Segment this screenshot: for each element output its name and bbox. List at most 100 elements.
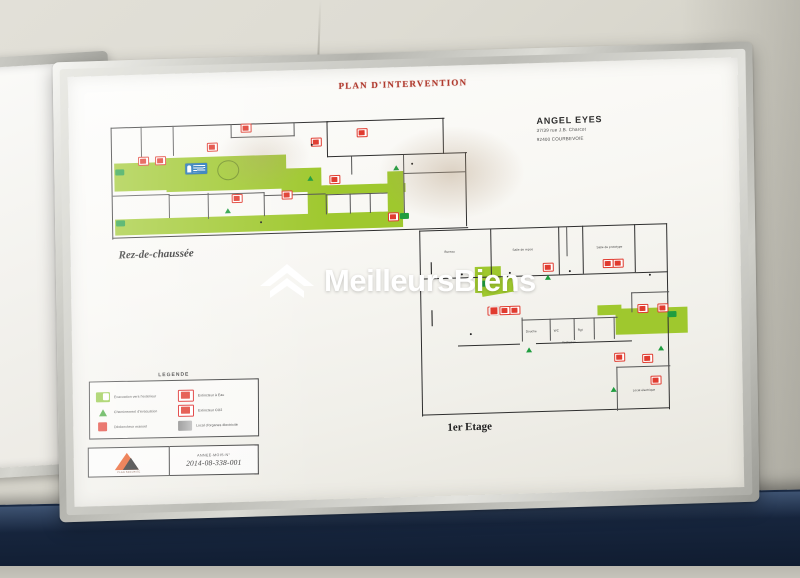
- extinguisher-icon: [637, 303, 649, 314]
- wall: [566, 226, 568, 257]
- wall: [326, 117, 445, 123]
- extinguisher-icon: [240, 123, 252, 133]
- evac-corridor: [597, 304, 622, 316]
- direction-arrow-icon: [393, 165, 400, 171]
- wall: [549, 318, 551, 341]
- plan-marker: [260, 221, 263, 224]
- room-label: Salle de prototype: [596, 244, 623, 250]
- wall: [419, 230, 424, 417]
- company-info-block: ANGEL EYES 37/39 rue J.B. Charcot 92400 …: [536, 114, 602, 143]
- wall: [168, 193, 170, 219]
- legend-column-right: Extincteur à Eau Extincteur CO2 Local d'…: [177, 387, 238, 433]
- wall: [422, 407, 670, 416]
- evacuation-exit-icon: [95, 391, 110, 402]
- wall: [457, 343, 520, 347]
- wall: [582, 225, 584, 274]
- wall: [558, 226, 560, 275]
- wall: [172, 125, 175, 156]
- wall: [464, 152, 468, 227]
- wall: [431, 310, 433, 327]
- water-extinguisher-icon: [177, 389, 194, 402]
- legend-item-label: Déclencheur manuel: [114, 423, 148, 429]
- extinguisher-icon: [387, 212, 400, 222]
- exit-sign-icon: [399, 212, 410, 220]
- room-label: Rgt: [577, 327, 583, 332]
- direction-arrow-icon: [526, 347, 533, 353]
- plan-marker: [469, 333, 472, 336]
- direction-arrow-icon: [307, 175, 314, 181]
- wall: [351, 156, 353, 175]
- you-are-here-sign: [185, 162, 208, 175]
- legend-item-label: Evacuation vers l'extérieur: [113, 393, 157, 399]
- electrical-room-icon: [178, 420, 193, 431]
- intervention-plan-frame: PLAN D'INTERVENTION ANGEL EYES 37/39 rue…: [52, 41, 760, 523]
- floorplan-first-floor: Bureau Salle de repos Salle de prototype…: [416, 215, 689, 434]
- wall: [535, 340, 632, 345]
- wall: [327, 152, 467, 158]
- wall: [616, 365, 671, 368]
- plan-reference-label: ANNEE-MOIS-N°: [197, 452, 231, 458]
- extinguisher-icon: [614, 352, 626, 362]
- wall: [110, 127, 114, 240]
- wall: [442, 117, 445, 154]
- extinguisher-icon: [281, 190, 293, 200]
- wall: [419, 271, 668, 280]
- company-address-line1: 37/39 rue J.B. Charcot: [536, 126, 587, 134]
- plan-reference-box: ANNEE-MOIS-N° 2014-08-338-001: [169, 444, 259, 477]
- wall: [168, 192, 265, 197]
- publisher-logo-box: PLAN SECURITE: [87, 446, 170, 478]
- extinguisher-icon: [231, 193, 243, 204]
- legend-column-left: Evacuation vers l'extérieur Cheminement …: [95, 388, 158, 434]
- plan-marker: [508, 271, 511, 274]
- room-label: Salle de repos: [512, 247, 534, 252]
- wall: [430, 262, 432, 275]
- legend-item: Cheminement d'évacuation: [96, 403, 157, 419]
- direction-arrow-icon: [544, 274, 551, 280]
- evac-corridor: [615, 306, 688, 335]
- wall: [631, 292, 633, 313]
- wall: [634, 224, 636, 273]
- legend-item-label: Cheminement d'évacuation: [114, 408, 158, 414]
- legend-item: Local d'organes électricité: [178, 417, 238, 433]
- plan-marker: [460, 273, 463, 276]
- wall: [593, 317, 595, 340]
- exit-sign-icon: [115, 169, 125, 176]
- plan-marker: [310, 143, 313, 146]
- wall: [521, 316, 618, 321]
- wall: [419, 223, 668, 232]
- publisher-logo-caption: PLAN SECURITE: [117, 470, 141, 475]
- room-label: Douche: [525, 329, 537, 334]
- wall: [230, 135, 295, 139]
- legend-item-label: Extincteur CO2: [197, 407, 223, 412]
- legend-item-label: Local d'organes électricité: [196, 422, 238, 428]
- extinguisher-icon: [155, 156, 167, 166]
- company-address-line2: 92400 COURBEVOIE: [536, 135, 584, 142]
- plan-panel: PLAN D'INTERVENTION ANGEL EYES 37/39 rue…: [67, 57, 745, 507]
- extinguisher-icon: [650, 375, 662, 385]
- floor-label-ground: Rez-de-chaussée: [118, 247, 194, 262]
- plan-reference-value: 2014-08-338-001: [186, 457, 242, 468]
- wall: [369, 193, 371, 214]
- plan-marker: [411, 162, 414, 165]
- exit-sign-icon: [478, 280, 489, 287]
- extinguisher-icon: [206, 142, 218, 152]
- legend-item: Extincteur à Eau: [177, 387, 238, 403]
- legend-item: Extincteur CO2: [177, 402, 238, 418]
- wall: [111, 193, 170, 197]
- evac-corridor: [387, 171, 404, 218]
- wall: [230, 124, 232, 139]
- wall: [349, 193, 351, 214]
- wall: [293, 122, 295, 137]
- you-are-here-text-lines: [193, 164, 206, 173]
- wall: [326, 121, 329, 158]
- extinguisher-icon: [612, 258, 624, 268]
- legend-item: Déclencheur manuel: [96, 418, 157, 434]
- floor-label-first: 1er Etage: [447, 420, 493, 434]
- room-label: Local électrique: [632, 387, 656, 393]
- evacuation-path-icon: [96, 407, 110, 417]
- extinguisher-icon: [138, 156, 150, 166]
- legend-title: LEGENDE: [158, 371, 190, 379]
- exit-sign-icon: [667, 310, 677, 318]
- extinguisher-icon: [509, 305, 521, 315]
